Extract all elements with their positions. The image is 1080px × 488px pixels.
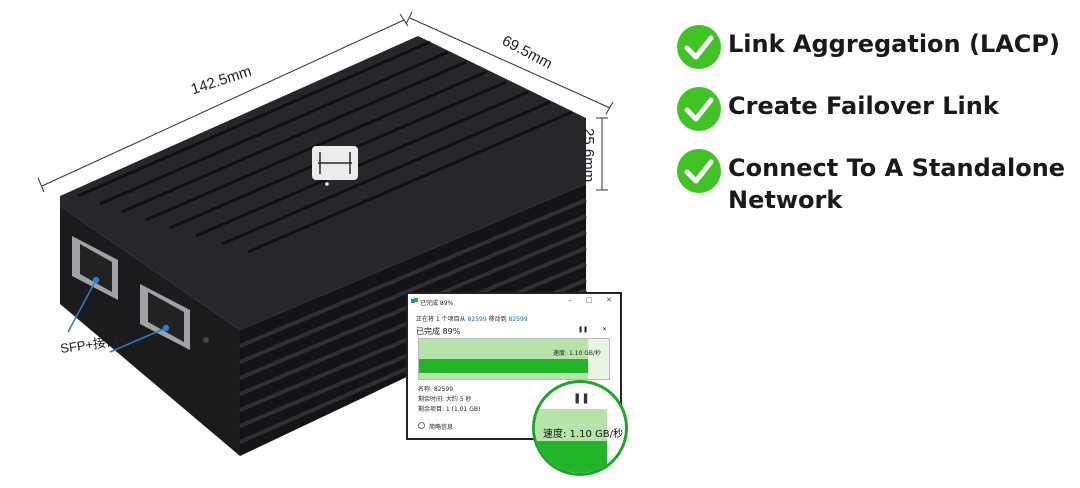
progress-bar	[419, 359, 589, 373]
speed-magnifier: ❚❚ 速度: 1.10 GB/秒	[532, 380, 628, 476]
progress-graph: 速度: 1.10 GB/秒	[418, 338, 610, 380]
percent-complete: 已完成 89%	[416, 327, 461, 336]
feature-item: Link Aggregation (LACP)	[676, 24, 1078, 70]
feature-text: Link Aggregation (LACP)	[728, 30, 1060, 58]
copy-status-line: 正在将 1 个项目从 82599 移动到 82599	[416, 314, 528, 323]
source-link[interactable]: 82599	[467, 316, 487, 323]
check-icon	[677, 87, 721, 131]
height-dimension: 25.6mm	[580, 128, 597, 183]
items-remaining: 剩余项目: 1 (1.01 GB)	[418, 406, 481, 413]
file-name: 名称: 82599	[418, 386, 454, 393]
pause-icon[interactable]: ❚❚	[578, 326, 589, 333]
check-icon	[677, 25, 721, 69]
close-window-icon[interactable]: ✕	[606, 296, 612, 304]
copy-progress-dialog: 已完成 89% – □ ✕ 正在将 1 个项目从 82599 移动到 82599…	[406, 292, 622, 440]
pause-icon: ❚❚	[573, 393, 590, 404]
magnified-speed-readout: 速度: 1.10 GB/秒	[543, 429, 623, 440]
less-details-button[interactable]: 简略信息	[429, 424, 454, 431]
feature-item: Connect To A Standalone Network	[676, 148, 1078, 216]
speed-readout: 速度: 1.10 GB/秒	[553, 350, 601, 357]
status-mid: 移动到	[488, 316, 507, 323]
minimize-icon[interactable]: –	[568, 296, 572, 304]
close-icon[interactable]: ✕	[602, 326, 608, 333]
status-prefix: 正在将 1 个项目从	[416, 316, 466, 323]
dialog-title: 已完成 89%	[420, 300, 454, 307]
chevron-up-icon[interactable]	[418, 422, 425, 429]
feature-text: Connect To A Standalone Network	[728, 154, 1066, 214]
time-remaining: 剩余时间: 大约 5 秒	[418, 396, 472, 403]
check-icon	[677, 149, 721, 193]
dest-link[interactable]: 82599	[508, 316, 528, 323]
magnified-progress-bar	[535, 441, 607, 473]
feature-item: Create Failover Link	[676, 86, 1078, 132]
copy-icon	[411, 298, 418, 303]
feature-text: Create Failover Link	[728, 92, 999, 120]
maximize-icon[interactable]: □	[586, 296, 593, 304]
